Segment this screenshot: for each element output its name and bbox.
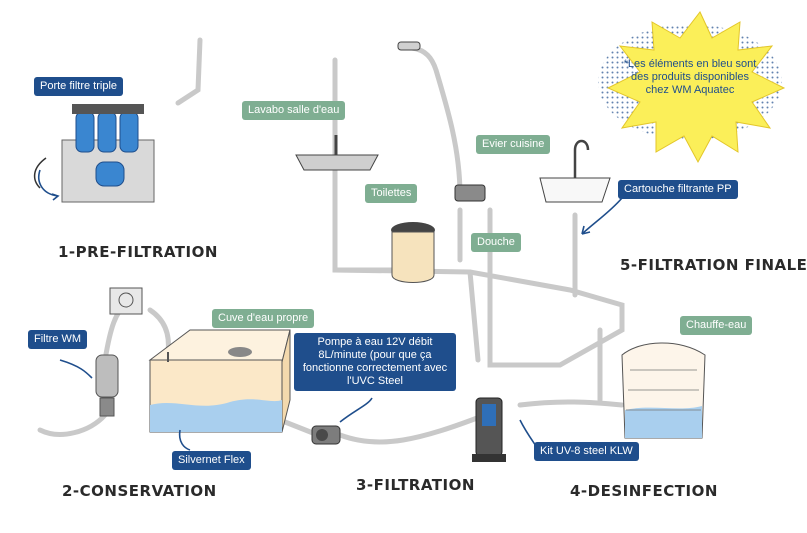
label-silvernet: Silvernet Flex xyxy=(172,451,251,470)
label-douche: Douche xyxy=(471,233,521,252)
step-3-title: 3-FILTRATION xyxy=(356,476,475,494)
washbasin xyxy=(295,135,379,171)
step-4-title: 4-DESINFECTION xyxy=(570,482,718,500)
uv-kit xyxy=(472,397,506,462)
triple-filter-holder xyxy=(33,104,155,203)
water-heater xyxy=(621,342,706,439)
step-2-title: 2-CONSERVATION xyxy=(62,482,217,500)
label-cartouche: Cartouche filtrante PP xyxy=(618,180,738,199)
water-pump xyxy=(311,425,341,445)
step-1-title: 1-PRE-FILTRATION xyxy=(58,243,218,261)
label-porte-filtre: Porte filtre triple xyxy=(34,77,124,96)
shower-head xyxy=(397,41,486,202)
label-lavabo: Lavabo salle d'eau xyxy=(242,101,346,120)
kitchen-sink xyxy=(539,139,611,203)
label-toilettes: Toilettes xyxy=(365,184,418,203)
label-cuve: Cuve d'eau propre xyxy=(212,309,315,328)
annotation-arrows xyxy=(38,169,623,451)
note-text: *Les éléments en bleu sont des produits … xyxy=(623,58,757,96)
label-chauffe-eau: Chauffe-eau xyxy=(680,316,753,335)
label-kit-uv: Kit UV-8 steel KLW xyxy=(534,442,639,461)
wall-socket xyxy=(109,287,143,315)
label-filtre-wm: Filtre WM xyxy=(28,330,88,349)
toilet xyxy=(391,222,435,283)
label-pompe: Pompe à eau 12V débit 8L/minute (pour qu… xyxy=(294,333,456,391)
clean-water-tank xyxy=(148,329,291,433)
wm-filter xyxy=(95,354,119,417)
label-evier: Evier cuisine xyxy=(476,135,551,154)
pipes xyxy=(37,37,625,445)
star-burst xyxy=(598,11,786,164)
step-5-title: 5-FILTRATION FINALE xyxy=(620,256,807,274)
